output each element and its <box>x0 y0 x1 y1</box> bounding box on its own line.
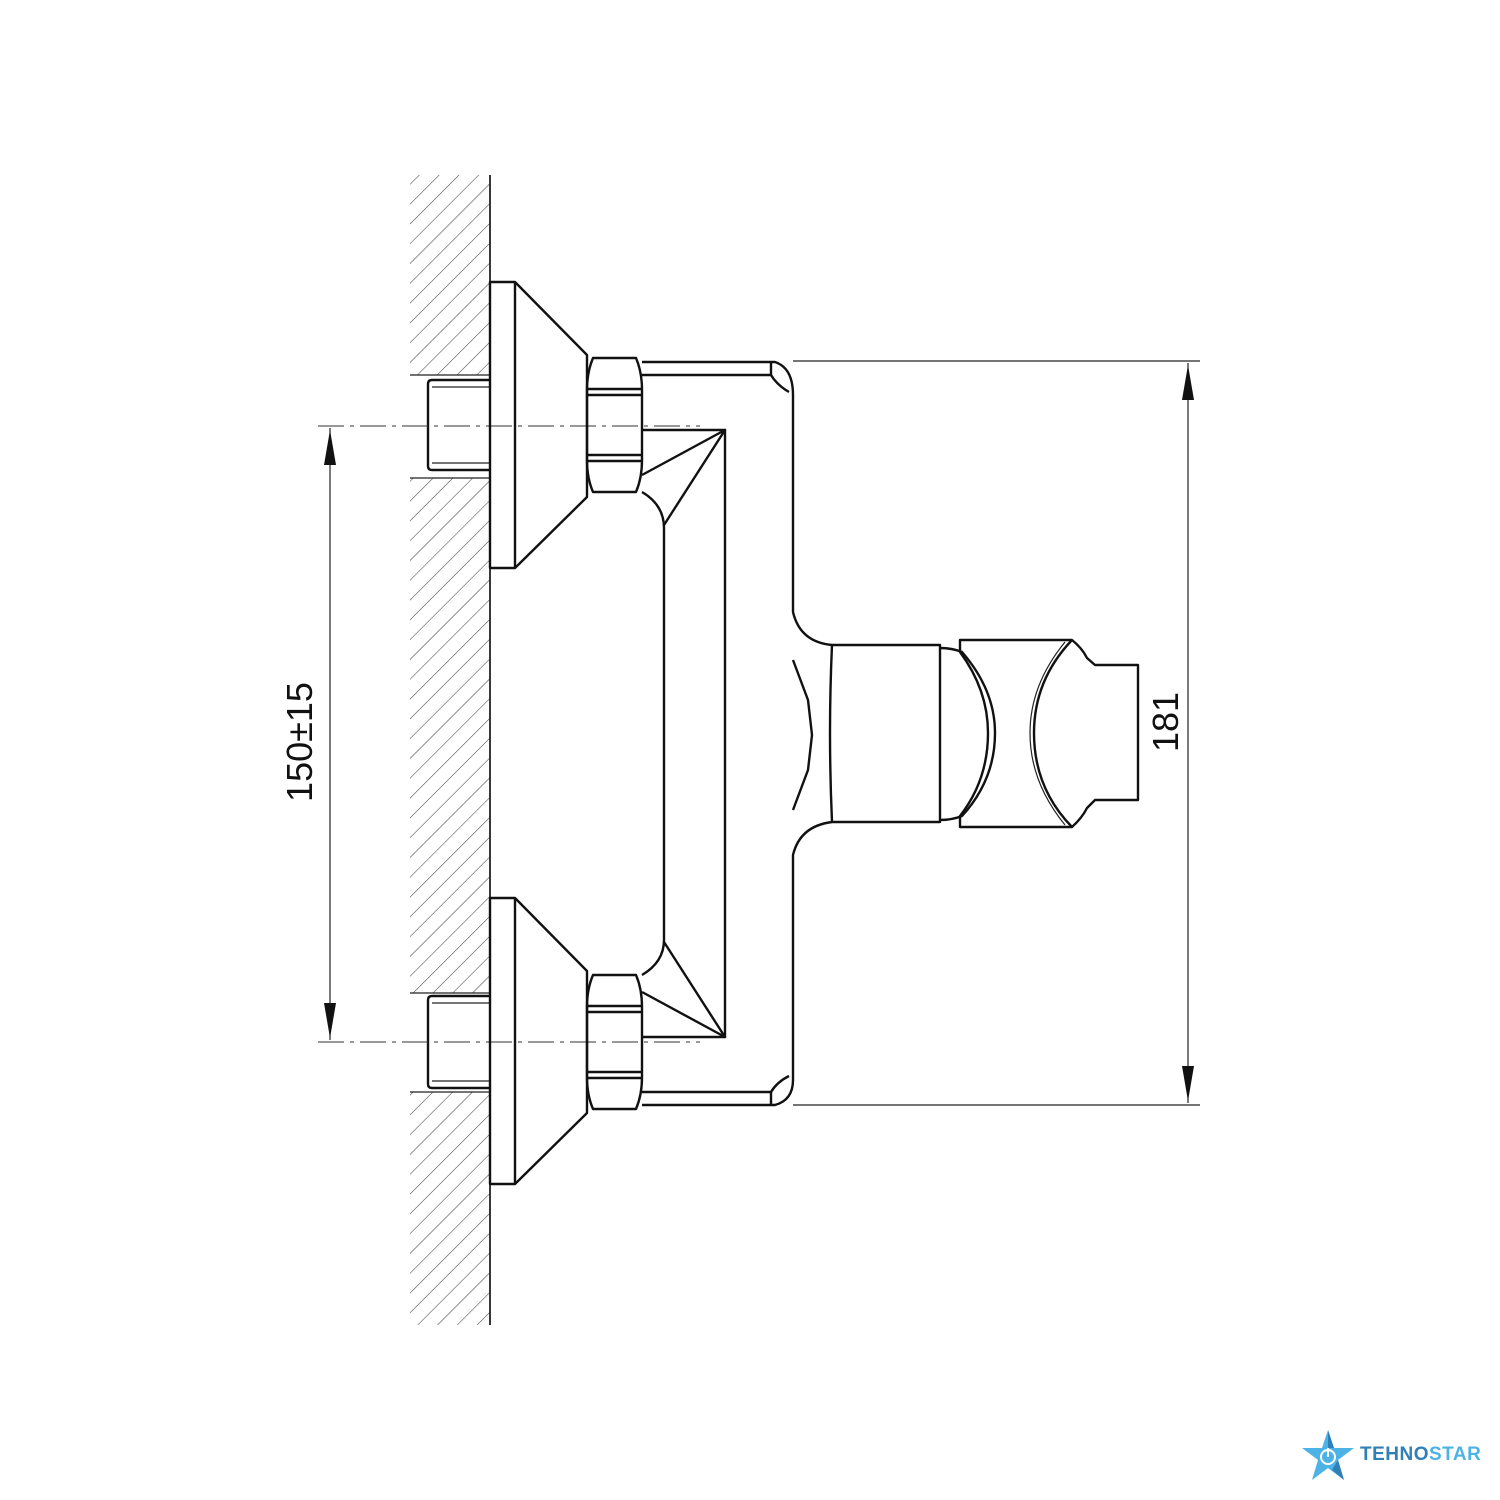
inlet-spacing-dimension: 150±15 <box>279 428 336 1040</box>
mixer-body <box>641 360 833 1107</box>
inlet-spacing-label: 150±15 <box>279 682 320 802</box>
logo-text: TEHNOSTAR <box>1360 1444 1482 1465</box>
height-dimension: 181 <box>793 360 1200 1106</box>
upper-nut <box>585 356 644 494</box>
wall-section <box>410 175 491 1325</box>
upper-inlet-pipe <box>426 378 490 472</box>
height-dimension-label: 181 <box>1145 692 1186 752</box>
thermostat-handle[interactable] <box>828 638 1140 829</box>
lower-nut <box>585 973 644 1111</box>
arrow-down-icon <box>1182 1066 1194 1101</box>
arrow-down-icon <box>324 1003 336 1038</box>
star-power-icon <box>1302 1430 1354 1480</box>
upper-flange <box>488 280 589 570</box>
lower-flange <box>488 896 589 1186</box>
tehnostar-logo: TEHNOSTAR <box>1300 1428 1481 1482</box>
arrow-up-icon <box>1182 365 1194 400</box>
arrow-up-icon <box>324 430 336 465</box>
